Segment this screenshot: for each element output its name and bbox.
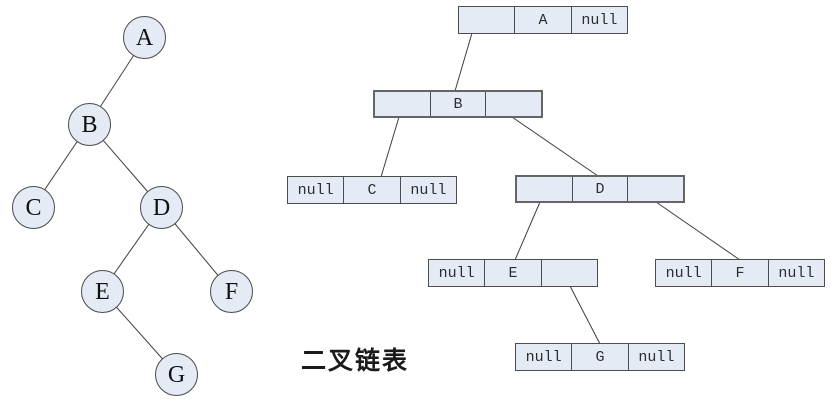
llist-node-E-lchild: null — [438, 264, 475, 282]
tree-node-E-label: E — [95, 278, 110, 305]
llist-node-F-lchild: null — [665, 264, 702, 282]
link-D-left-to-E — [514, 201, 541, 261]
llist-node-F: null F null — [655, 259, 825, 287]
llist-node-C: null C null — [287, 176, 457, 204]
llist-node-G-data: G — [571, 344, 629, 370]
llist-node-D-lchild — [517, 177, 572, 201]
tree-node-A-label: A — [135, 24, 154, 51]
llist-node-G: null G null — [515, 343, 685, 371]
tree-node-G: G — [155, 353, 198, 396]
llist-node-B-lchild — [375, 92, 430, 116]
llist-node-C-data: C — [343, 177, 401, 203]
tree-node-B: B — [68, 103, 111, 146]
llist-node-A-rchild: null — [581, 11, 618, 29]
link-A-left-to-B — [454, 32, 473, 92]
llist-node-A-lchild — [459, 7, 514, 33]
llist-node-A-data: A — [514, 7, 572, 33]
tree-node-D-label: D — [152, 194, 171, 221]
link-E-right-to-G — [569, 285, 601, 345]
link-D-right-to-F — [655, 201, 741, 261]
llist-node-G-lchild: null — [525, 348, 562, 366]
llist-node-D-data: D — [571, 177, 629, 201]
tree-node-B-label: B — [81, 111, 98, 138]
llist-node-B: B — [373, 90, 543, 118]
llist-node-F-data: F — [711, 260, 769, 286]
tree-node-F: F — [210, 270, 253, 313]
tree-node-G-label: G — [167, 361, 186, 388]
llist-node-F-rchild: null — [778, 264, 815, 282]
llist-node-A: A null — [458, 6, 628, 34]
tree-node-F-label: F — [224, 278, 239, 305]
llist-node-E-rchild — [542, 260, 597, 286]
tree-node-C: C — [12, 186, 55, 229]
tree-node-E: E — [81, 270, 124, 313]
llist-node-B-rchild — [486, 92, 541, 116]
llist-node-G-rchild: null — [638, 348, 675, 366]
llist-node-D: D — [515, 175, 685, 203]
llist-node-E-data: E — [484, 260, 542, 286]
link-B-right-to-D — [511, 116, 599, 177]
diagram-caption: 二叉链表 — [301, 348, 410, 375]
tree-node-A: A — [123, 16, 166, 59]
tree-node-C-label: C — [25, 194, 42, 221]
llist-node-B-data: B — [429, 92, 487, 116]
llist-node-C-rchild: null — [410, 181, 447, 199]
tree-node-D: D — [140, 186, 183, 229]
llist-node-C-lchild: null — [297, 181, 334, 199]
llist-node-E: null E — [428, 259, 598, 287]
link-B-left-to-C — [380, 116, 400, 178]
llist-node-D-rchild — [628, 177, 683, 201]
